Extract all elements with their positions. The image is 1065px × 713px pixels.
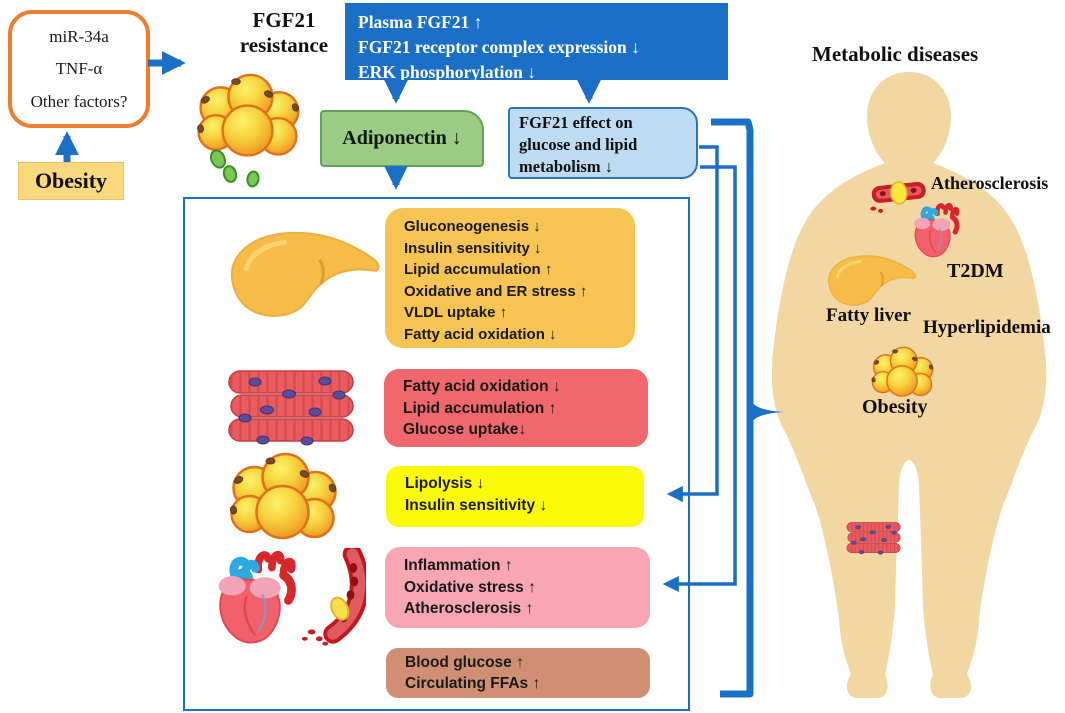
- factor-other: Other factors?: [30, 91, 128, 111]
- muscle-effect-line: Fatty acid oxidation ↓: [403, 378, 561, 395]
- label-obesity-disease: Obesity: [862, 396, 928, 418]
- muscle-effect-line: Lipid accumulation ↑: [403, 399, 557, 417]
- liver-effect-line: Oxidative and ER stress ↑: [404, 282, 588, 300]
- adipose-effects-box: Lipolysis ↓ Insulin sensitivity ↓: [386, 466, 644, 527]
- fgf21-resistance-title: FGF21 resistance: [218, 8, 350, 58]
- factor-tnfa: TNF-α: [55, 59, 103, 78]
- upstream-factors-box: miR-34a TNF-α Other factors?: [8, 10, 150, 128]
- cardio-effect-line: Inflammation ↑: [404, 557, 513, 574]
- adipose-effect-line: Insulin sensitivity ↓: [405, 497, 548, 514]
- liver-effects-box: Gluconeogenesis ↓ Insulin sensitivity ↓ …: [385, 208, 635, 348]
- liver-effect-line: VLDL uptake ↑: [404, 304, 508, 321]
- obesity-cause-box: Obesity: [18, 162, 124, 200]
- blood-effect-line: Circulating FFAs ↑: [405, 675, 541, 692]
- muscle-effects-box: Fatty acid oxidation ↓ Lipid accumulatio…: [384, 369, 648, 447]
- cardio-effect-line: Oxidative stress ↑: [404, 578, 536, 596]
- obesity-cause-label: Obesity: [34, 168, 108, 193]
- body-vessel-icon: [870, 181, 926, 213]
- receptor-expression-line: FGF21 receptor complex expression ↓: [358, 36, 640, 57]
- fgf21-effect-box: FGF21 effect on glucose and lipid metabo…: [508, 107, 698, 179]
- obese-body-silhouette: [772, 72, 1047, 698]
- muscle-effect-line: Glucose uptake↓: [403, 421, 527, 438]
- brace-tip: [750, 399, 784, 425]
- liver-effect-line: Gluconeogenesis ↓: [404, 218, 541, 235]
- body-liver-icon: [827, 254, 918, 307]
- cardio-effects-box: Inflammation ↑ Oxidative stress ↑ Athero…: [385, 547, 650, 628]
- body-adipose-icon: [870, 346, 935, 397]
- blood-effects-box: Blood glucose ↑ Circulating FFAs ↑: [386, 648, 650, 698]
- body-heart-icon: [908, 200, 962, 260]
- factor-mir34a: miR-34a: [49, 26, 109, 46]
- effect-line3: metabolism ↓: [519, 156, 613, 176]
- label-t2dm: T2DM: [947, 260, 1004, 282]
- liver-effect-line: Lipid accumulation ↑: [404, 261, 553, 278]
- metabolic-diseases-title: Metabolic diseases: [812, 42, 979, 66]
- effect-line1: FGF21 effect on: [519, 113, 633, 132]
- fat-cell-cluster-icon: [195, 73, 302, 157]
- fgf21-resistance-summary-box: Plasma FGF21 ↑ FGF21 receptor complex ex…: [345, 3, 728, 82]
- erk-phosphorylation-line: ERK phosphorylation ↓: [358, 61, 536, 82]
- blood-effect-line: Blood glucose ↑: [405, 654, 524, 671]
- adiponectin-label: Adiponectin ↓: [342, 127, 462, 149]
- liver-effect-line: Insulin sensitivity ↓: [404, 239, 542, 257]
- fgf21-resistance-line1: FGF21: [252, 8, 316, 32]
- plasma-fgf21-line: Plasma FGF21 ↑: [358, 12, 483, 32]
- body-muscle-icon: [846, 522, 901, 555]
- adipose-effect-line: Lipolysis ↓: [405, 475, 485, 492]
- label-fatty-liver: Fatty liver: [826, 305, 911, 326]
- label-atherosclerosis: Atherosclerosis: [931, 173, 1049, 193]
- brace-to-body: [711, 118, 754, 698]
- fgf21-resistance-line2: resistance: [239, 33, 329, 58]
- cardio-effect-line: Atherosclerosis ↑: [404, 600, 534, 617]
- adiponectin-box: Adiponectin ↓: [320, 110, 484, 167]
- adiponectin-dots-icon: [209, 149, 260, 188]
- liver-effect-line: Fatty acid oxidation ↓: [404, 325, 557, 343]
- effect-line2: glucose and lipid: [519, 134, 638, 154]
- label-hyperlipidemia: Hyperlipidemia: [923, 317, 1051, 338]
